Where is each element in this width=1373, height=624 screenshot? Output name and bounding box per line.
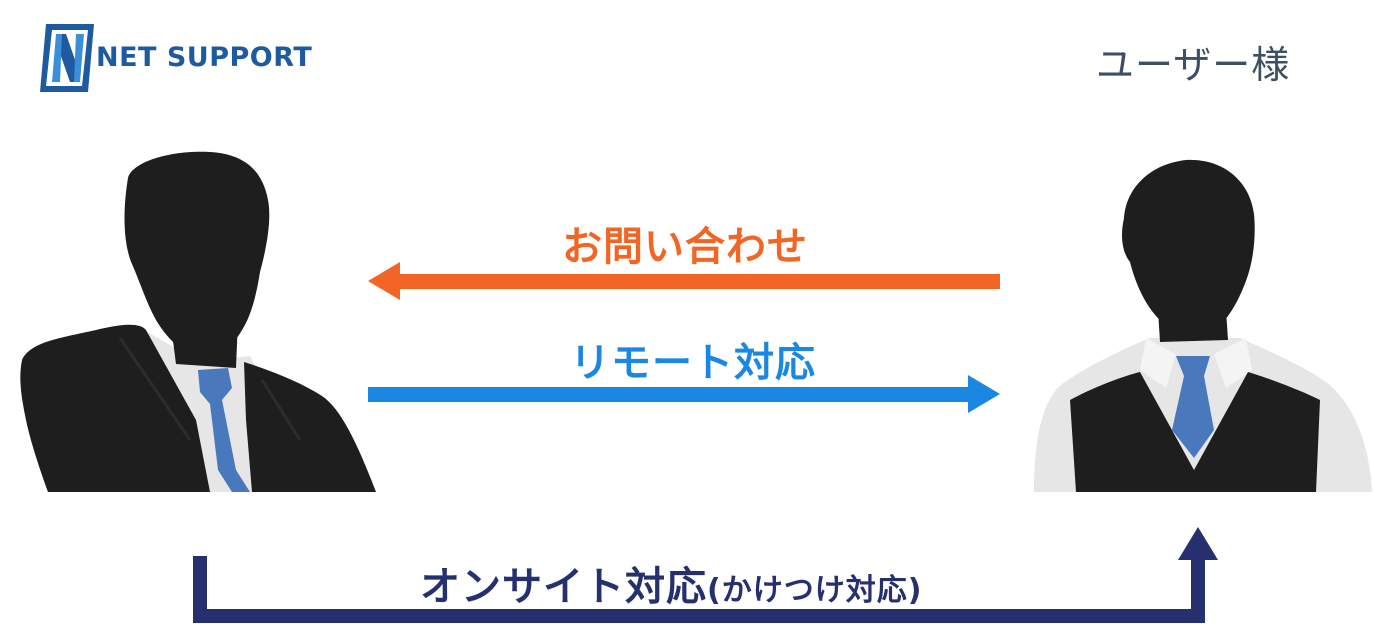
inquiry-label: お問い合わせ bbox=[562, 224, 808, 270]
user-label: ユーザー様 bbox=[1096, 43, 1291, 87]
remote-support-label: リモート対応 bbox=[570, 340, 816, 386]
onsite-sub-label: (かけつけ対応) bbox=[707, 573, 923, 608]
brand-logo bbox=[36, 20, 376, 96]
remote-support-arrow bbox=[368, 375, 1000, 413]
brand-name: NET SUPPORT bbox=[96, 42, 313, 73]
onsite-main-label: オンサイト対応 bbox=[420, 564, 707, 610]
onsite-support-arrow bbox=[193, 527, 1218, 623]
inquiry-arrow bbox=[368, 262, 1000, 300]
vest-man-silhouette-icon bbox=[1034, 159, 1372, 492]
onsite-support-label: オンサイト対応(かけつけ対応) bbox=[420, 554, 922, 612]
n-shield-logo-icon bbox=[40, 24, 94, 92]
businessman-silhouette-icon bbox=[20, 151, 376, 492]
